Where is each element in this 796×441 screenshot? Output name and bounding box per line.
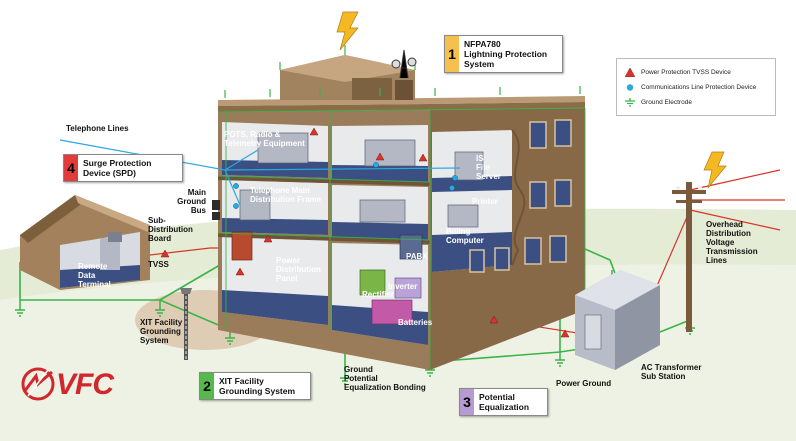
callout-text: Surge Protection Device (SPD)	[83, 158, 152, 178]
vfc-emblem-icon	[21, 367, 55, 401]
label-sub-distribution-board: Sub- Distribution Board	[148, 216, 193, 243]
label-remote-data-terminal: Remote Data Terminal	[78, 262, 111, 289]
legend-row-ground-electrode: Ground Electrode	[625, 98, 692, 107]
utility-pole	[672, 182, 706, 332]
callout-text: NFPA780 Lightning Protection System	[464, 39, 548, 69]
ground-symbol-icon	[625, 98, 635, 107]
rectifier-unit	[359, 269, 386, 296]
callout-lightning-protection: 1 NFPA780 Lightning Protection System	[444, 35, 563, 73]
red-triangle-icon	[624, 67, 636, 78]
mdf-rack	[239, 189, 271, 221]
power-panel	[231, 231, 253, 261]
callout-text: Potential Equalization	[479, 392, 530, 412]
label-telephone-lines: Telephone Lines	[66, 124, 129, 133]
pabx-unit	[399, 234, 423, 260]
callout-potential-equalization: 3 Potential Equalization	[459, 388, 548, 416]
legend-row-comm-protection: Communications Line Protection Device	[625, 83, 756, 92]
label-tvss: TVSS	[148, 260, 169, 269]
side-windows	[469, 119, 572, 273]
lightning-rods	[224, 45, 581, 98]
legend-label: Communications Line Protection Device	[641, 84, 757, 91]
label-batteries: Batteries	[398, 318, 433, 327]
callout-number: 3	[460, 389, 474, 415]
comm-markers	[233, 162, 458, 209]
label-rectifier: Rectifier	[362, 290, 395, 299]
label-main-ground-bus: Main Ground Bus	[177, 188, 206, 215]
main-ground-bus-box	[212, 200, 220, 210]
lightning-bolt-top	[336, 11, 359, 51]
xit-rod	[180, 288, 192, 360]
label-pots-radio: POTS, Radio & Telemetry Equipment	[224, 130, 305, 148]
callout-number: 2	[200, 373, 214, 399]
label-ac-transformer: AC Transformer Sub Station	[641, 363, 702, 381]
label-ground-potential: Ground Potential Equalization Bonding	[344, 365, 426, 392]
lightning-bolt-right	[703, 151, 727, 189]
callout-grounding-system: 2 XIT Facility Grounding System	[199, 372, 311, 400]
label-xit-facility: XIT Facility Grounding System	[140, 318, 183, 345]
callout-text: XIT Facility Grounding System	[219, 376, 296, 396]
battery-bank	[371, 299, 413, 325]
label-power-distribution: Power Distribution Panel	[276, 256, 321, 283]
callout-surge-protection: 4 Surge Protection Device (SPD)	[63, 154, 183, 182]
label-power-ground: Power Ground	[556, 379, 612, 388]
label-printer: Printer	[472, 197, 498, 206]
callout-number: 4	[64, 155, 78, 181]
legend-label: Power Protection TVSS Device	[641, 69, 731, 76]
legend: Power Protection TVSS Device Communicati…	[616, 58, 776, 116]
desk-equipment	[364, 139, 416, 167]
vfc-logo: VFC	[18, 362, 128, 406]
ground-bus-box-2	[212, 212, 220, 220]
inverter-unit	[394, 277, 422, 299]
office-desk	[359, 199, 406, 223]
blue-dot-icon	[625, 83, 635, 92]
file-server	[454, 151, 484, 181]
label-is-file-server: IS File Server	[476, 154, 501, 181]
label-pabx: PABX	[406, 252, 428, 261]
remote-hut	[20, 195, 150, 290]
label-overhead-lines: Overhead Distribution Voltage Transmissi…	[706, 220, 758, 265]
billing-pc	[447, 204, 479, 228]
label-billing-computer: Billing Computer	[446, 227, 484, 245]
legend-row-power-tvss: Power Protection TVSS Device	[624, 67, 731, 78]
label-telephone-main: Telephone Main Distribution Frame	[250, 186, 322, 204]
legend-label: Ground Electrode	[641, 99, 692, 106]
label-inverter: Inverter	[388, 282, 418, 291]
antenna	[391, 49, 417, 79]
logo-text: VFC	[56, 368, 114, 401]
tvss-markers	[160, 127, 570, 338]
callout-number: 1	[445, 36, 459, 72]
pots-rack	[257, 132, 309, 164]
transformer-station	[575, 270, 660, 370]
